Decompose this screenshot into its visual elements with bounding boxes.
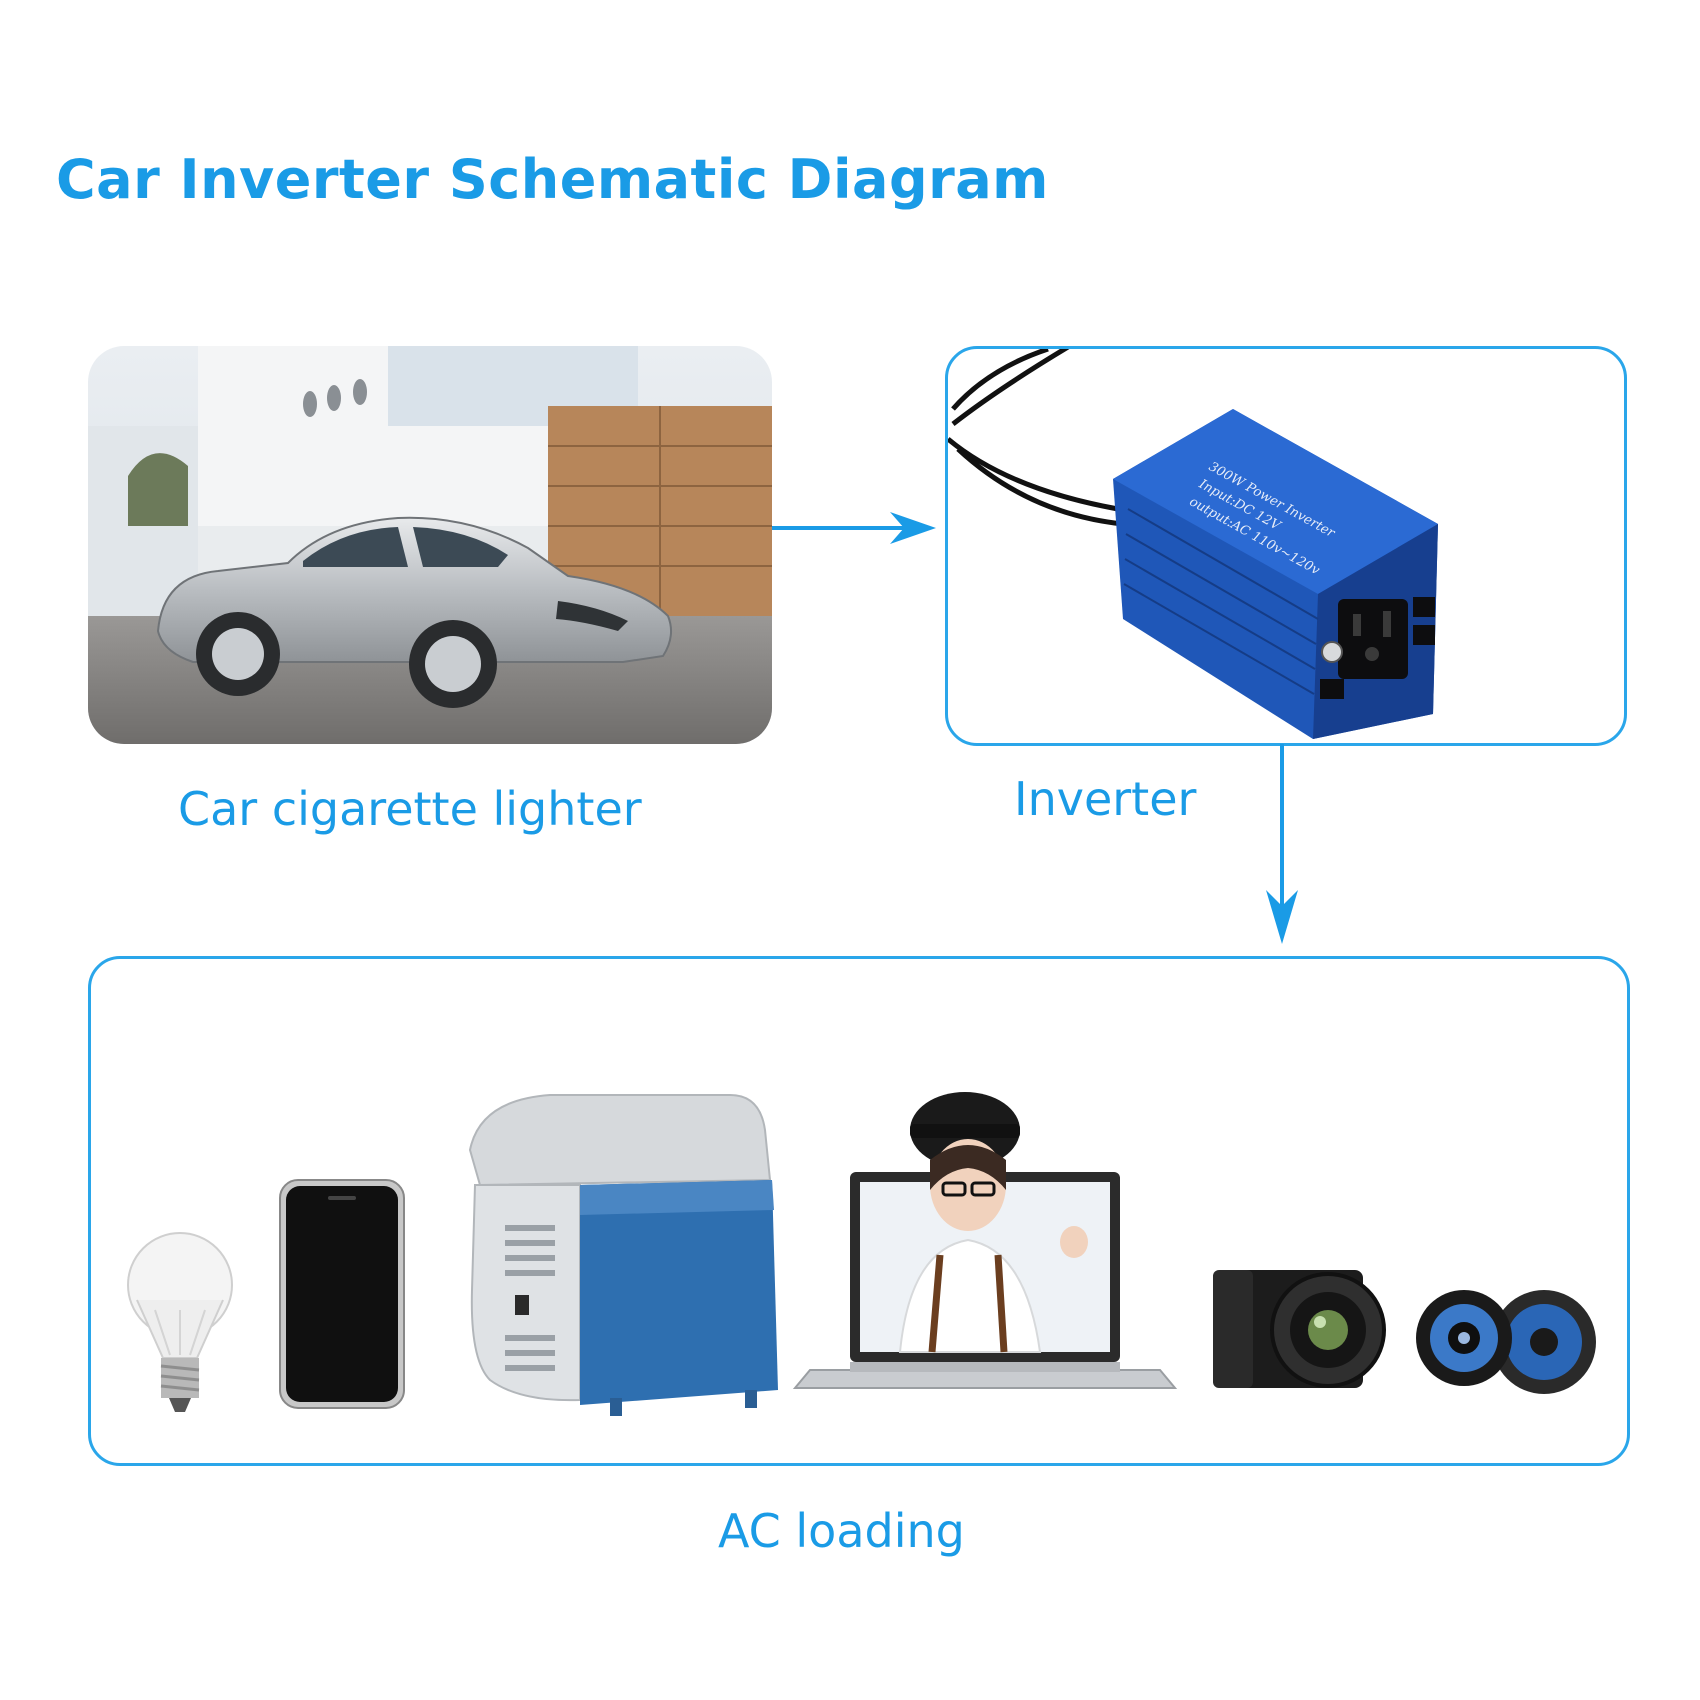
inverter-caption: Inverter [1014,772,1197,826]
inverter-device: 300W Power Inverter Input:DC 12V output:… [948,349,1438,739]
loads-box [88,956,1630,1466]
inverter-box [945,346,1627,746]
diagram-title: Car Inverter Schematic Diagram [56,148,1049,211]
loads-caption: AC loading [718,1504,965,1558]
car-photo [88,346,772,744]
camera-icon [1213,1270,1386,1388]
car-caption: Car cigarette lighter [178,782,642,836]
arrow-car-to-inverter [772,512,936,544]
laptop-icon [792,1092,1178,1389]
car-fridge-icon [468,1094,778,1416]
light-bulb-icon [127,1232,233,1412]
arrow-inverter-to-loads [1266,744,1298,944]
smartphone-icon [279,1179,405,1409]
speaker-icon [1416,1290,1596,1394]
